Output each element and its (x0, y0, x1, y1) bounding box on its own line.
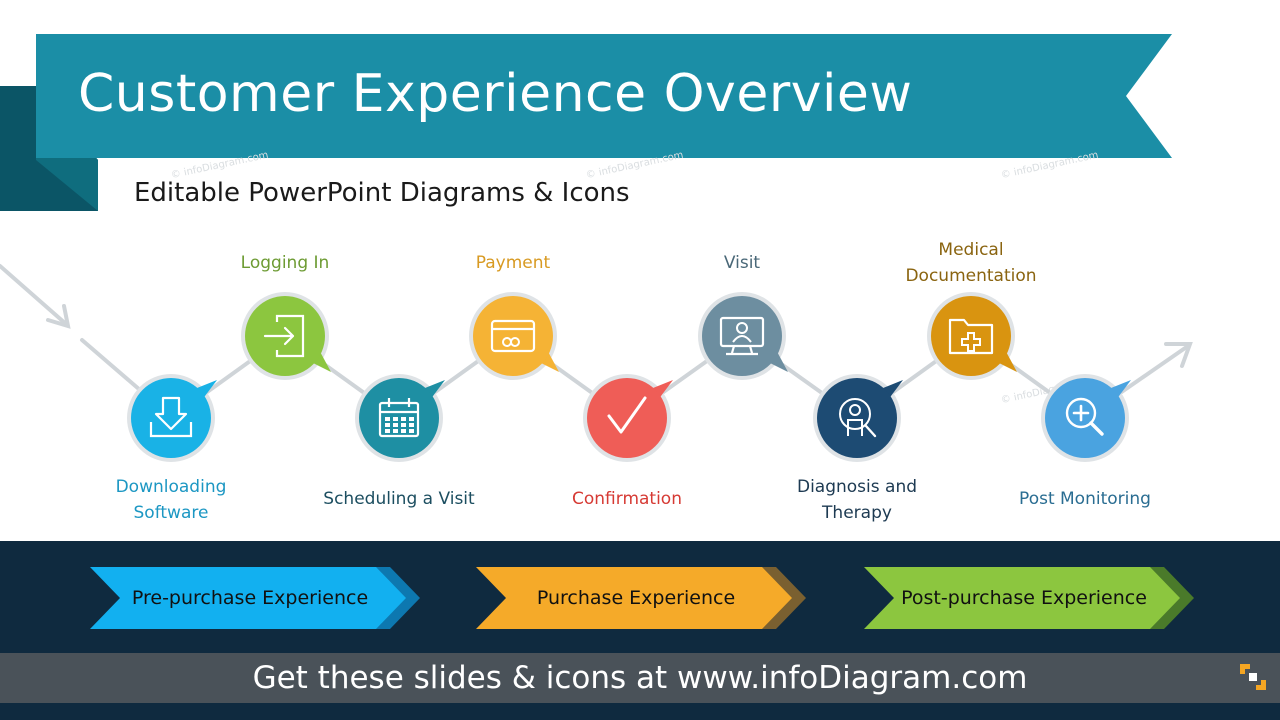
journey-diagram (0, 264, 1193, 462)
step-label: Confirmation (527, 486, 727, 512)
step-label-line: Post Monitoring (1019, 489, 1151, 509)
step-label-line: Documentation (905, 266, 1037, 286)
footer-bottom-strip (0, 703, 1280, 720)
step-label: Logging In (185, 250, 385, 276)
page-subtitle: Editable PowerPoint Diagrams & Icons (134, 178, 630, 208)
step-label: Payment (413, 250, 613, 276)
step-label: Visit (642, 250, 842, 276)
infodiagram-logo-icon (1240, 664, 1266, 690)
phase-purchase: Purchase Experience (476, 567, 806, 629)
step-label-line: Scheduling a Visit (323, 489, 475, 509)
step-label-line: Medical (938, 240, 1004, 260)
doctor-monitor-icon (719, 316, 765, 356)
step-label-line: Therapy (822, 503, 892, 523)
phase-label: Pre-purchase Experience (131, 587, 369, 609)
journey-node-8 (927, 292, 1017, 380)
journey-node-2 (241, 292, 331, 380)
download-icon (149, 396, 193, 438)
phase-label: Post-purchase Experience (901, 587, 1147, 609)
magnifier-plus-icon (1065, 397, 1104, 436)
phase-pre-purchase: Pre-purchase Experience (90, 567, 420, 629)
step-label-line: Visit (723, 253, 761, 273)
journey-node-3 (355, 374, 445, 462)
phase-band: Pre-purchase Experience Purchase Experie… (0, 541, 1280, 653)
node-circle (587, 378, 667, 458)
node-circle (473, 296, 553, 376)
medical-folder-icon (948, 318, 994, 355)
phase-label: Purchase Experience (536, 587, 736, 609)
node-circle (1045, 378, 1125, 458)
banner-ribbon (36, 34, 1172, 158)
step-label: Scheduling a Visit (299, 486, 499, 512)
node-circle (131, 378, 211, 458)
doctor-target-icon (839, 398, 877, 438)
journey-node-6 (698, 292, 788, 380)
step-label-line: Downloading (115, 477, 227, 497)
footer-bar: Get these slides & icons at www.infoDiag… (0, 653, 1280, 703)
phase-arrow-shape (864, 567, 1194, 629)
step-label-line: Confirmation (572, 489, 682, 509)
calendar-icon (378, 398, 420, 438)
phase-arrow-shape (90, 567, 420, 629)
step-label-line: Software (133, 503, 209, 523)
checkmark-icon (607, 396, 647, 434)
outgoing-arrow-head (1164, 342, 1193, 368)
login-icon (263, 314, 305, 358)
phase-arrow-shape (476, 567, 806, 629)
journey-node-5 (583, 374, 673, 462)
step-label-line: Logging In (240, 253, 330, 273)
step-label-line: Diagnosis and (796, 477, 918, 497)
journey-node-7 (813, 374, 903, 462)
journey-nodes (127, 292, 1131, 462)
step-label-line: Payment (475, 253, 551, 273)
incoming-arrow (0, 264, 68, 326)
journey-node-9 (1041, 374, 1131, 462)
node-circle (817, 378, 897, 458)
outgoing-arrow (1108, 344, 1190, 402)
page-title: Customer Experience Overview (78, 64, 913, 124)
journey-node-1 (127, 374, 217, 462)
phase-post-purchase: Post-purchase Experience (864, 567, 1194, 629)
footer-link-text[interactable]: Get these slides & icons at www.infoDiag… (252, 660, 1028, 696)
credit-card-icon (490, 319, 536, 353)
incoming-arrow-head (46, 304, 71, 329)
journey-node-4 (469, 292, 559, 380)
connector-line (80, 338, 142, 392)
step-label: Post Monitoring (985, 486, 1185, 512)
node-circle (931, 296, 1011, 376)
node-circle (359, 378, 439, 458)
title-banner (0, 34, 1172, 211)
